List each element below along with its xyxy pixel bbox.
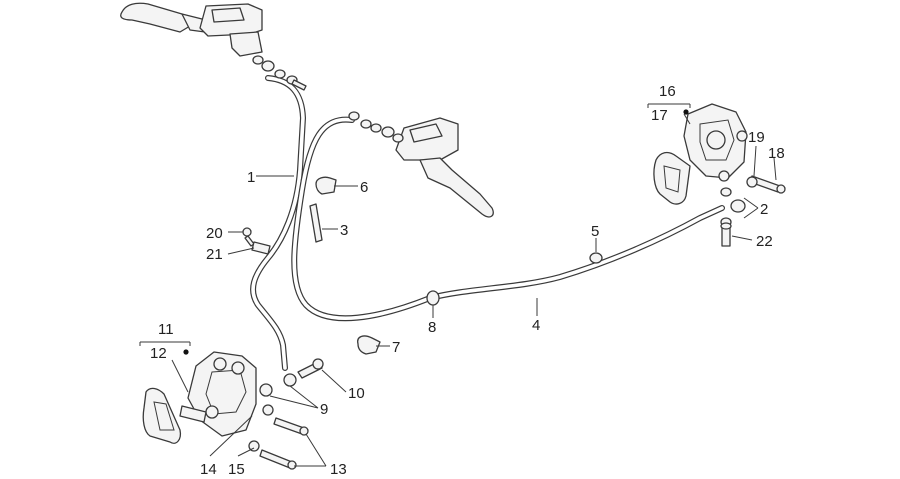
hose-bracket-21 <box>251 241 271 255</box>
callout-20: 20 <box>206 225 223 242</box>
washers-15 <box>248 404 274 452</box>
callout-2: 2 <box>760 201 768 218</box>
callout-6: 6 <box>360 179 368 196</box>
callout-22: 22 <box>756 233 773 250</box>
rear-caliper <box>683 103 748 182</box>
ring-5 <box>589 252 603 264</box>
banjo-bolt-10 <box>297 358 324 379</box>
reference-dot-16 <box>683 109 689 115</box>
callout-9: 9 <box>320 401 328 418</box>
leader-lines <box>139 103 777 467</box>
callout-5: 5 <box>591 223 599 240</box>
callout-16: 16 <box>659 83 676 100</box>
front-brake-hose <box>250 75 306 371</box>
callout-8: 8 <box>428 319 436 336</box>
grommet-8 <box>426 290 440 306</box>
right-master-cylinder <box>395 117 459 161</box>
caliper-bolts-13 <box>259 417 309 470</box>
callout-17: 17 <box>651 107 668 124</box>
callout-7: 7 <box>392 339 400 356</box>
right-brake-lever <box>419 157 494 218</box>
callout-11: 11 <box>158 321 174 338</box>
brake-pads-12 <box>142 387 182 444</box>
hose-clip-6 <box>315 176 337 195</box>
callout-3: 3 <box>340 222 348 239</box>
bolt-18 <box>749 175 786 194</box>
callout-1: 1 <box>247 169 255 186</box>
callout-10: 10 <box>348 385 365 402</box>
washers-9 <box>259 373 297 397</box>
right-master-fittings <box>348 111 404 143</box>
hose-clip-7 <box>357 335 381 355</box>
reference-dot-11 <box>183 349 189 355</box>
callout-21: 21 <box>206 246 223 263</box>
washer-19 <box>746 176 758 188</box>
left-master-fittings <box>252 55 307 91</box>
left-master-cylinder <box>199 3 263 57</box>
callout-labels: 1 2 3 4 5 6 7 8 9 10 11 12 13 14 15 16 1… <box>150 83 785 478</box>
banjo-bolt-22 <box>720 222 732 247</box>
hose-bolt-20 <box>242 227 255 247</box>
callout-12: 12 <box>150 345 167 362</box>
brake-pads-17 <box>653 151 691 205</box>
callout-4: 4 <box>532 317 540 334</box>
callout-14: 14 <box>200 461 217 478</box>
callout-13: 13 <box>330 461 347 478</box>
callout-15: 15 <box>228 461 245 478</box>
callout-19: 19 <box>748 129 765 146</box>
callout-18: 18 <box>768 145 785 162</box>
rear-brake-hose <box>291 116 725 322</box>
front-caliper <box>179 351 257 437</box>
pin-3 <box>309 203 323 243</box>
